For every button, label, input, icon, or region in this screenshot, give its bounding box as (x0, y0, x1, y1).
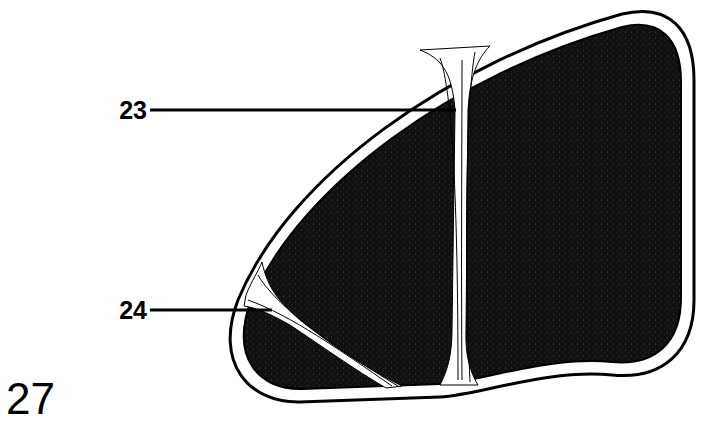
muscle-mass (244, 25, 681, 389)
leader-line (150, 109, 456, 112)
leader-line (150, 309, 272, 312)
septum-fibers (440, 52, 475, 382)
septum-fibers (248, 275, 398, 386)
callout-number: 23 (119, 98, 147, 123)
intermuscular-septum (420, 46, 490, 385)
callout-number: 24 (119, 298, 147, 323)
outer-outline (230, 11, 694, 402)
figure-number: 27 (6, 377, 55, 421)
intermuscular-septum (244, 262, 402, 388)
